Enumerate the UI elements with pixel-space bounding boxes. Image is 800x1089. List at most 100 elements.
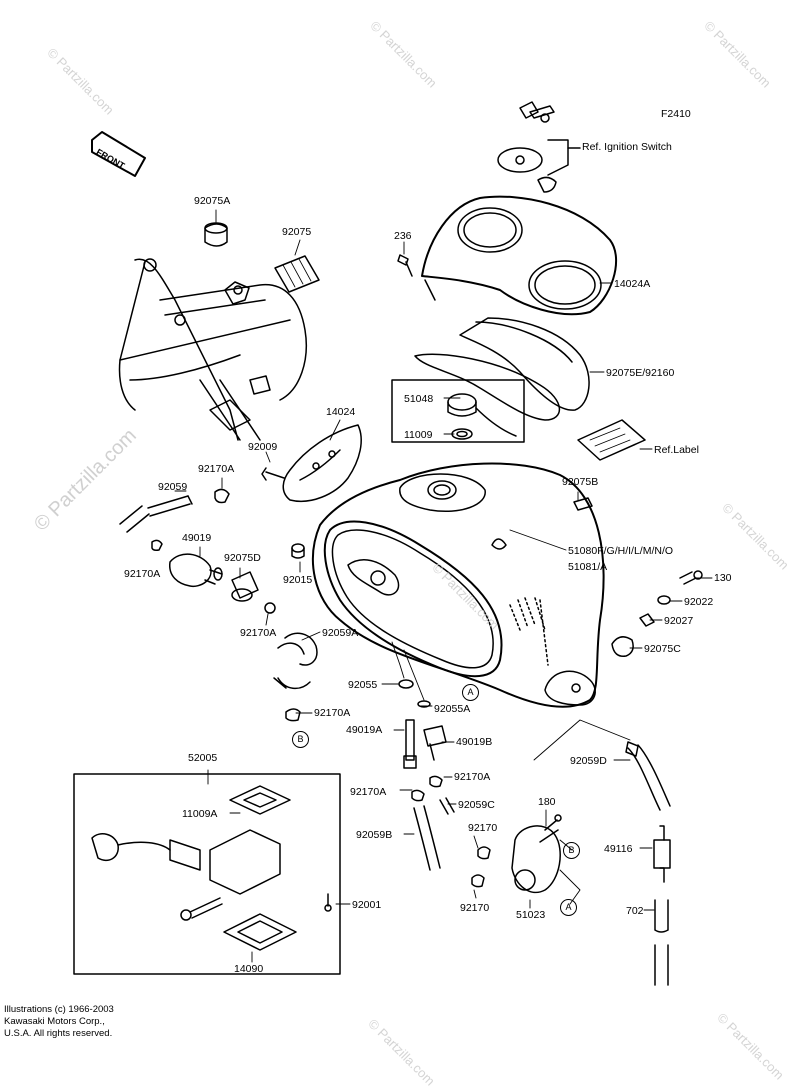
washer-92022	[657, 595, 671, 605]
label-236: 236	[394, 230, 412, 242]
bolt-130	[679, 570, 703, 585]
label-702: 702	[626, 905, 644, 917]
damper-92075C	[611, 636, 634, 657]
label-51080: 51080F/G/H/I/L/M/N/O	[568, 545, 674, 557]
label-ref-label: Ref.Label	[654, 444, 699, 456]
bolt-92009	[261, 467, 285, 481]
label-92170A-2: 92170A	[124, 568, 161, 580]
callout-A-tank: A	[462, 684, 479, 701]
label-92170A-1: 92170A	[198, 463, 235, 475]
clamp-92170A-center	[411, 775, 443, 802]
filter-49116	[653, 825, 671, 883]
callout-B-left: B	[292, 731, 309, 748]
label-92170-2: 92170	[460, 902, 490, 914]
copyright-line-1: Illustrations (c) 1966-2003	[4, 1004, 114, 1015]
label-92059C: 92059C	[458, 799, 495, 811]
label-49116: 49116	[604, 843, 633, 855]
screw-92001	[324, 893, 332, 912]
gasket-14090	[223, 913, 297, 951]
clamp-92170A-mid	[264, 602, 276, 614]
figure-code: F2410	[661, 108, 691, 120]
clamp-92170A-left	[151, 539, 163, 551]
hose-92059	[119, 495, 193, 533]
label-49019B: 49019B	[456, 736, 493, 748]
label-92170A-3: 92170A	[240, 627, 277, 639]
fuel-cap-icon	[447, 393, 517, 437]
label-92075D: 92075D	[224, 552, 261, 564]
fuel-tank-body	[312, 462, 605, 708]
label-180: 180	[538, 796, 556, 808]
label-92015: 92015	[283, 574, 313, 586]
label-11009: 11009	[404, 429, 433, 441]
callout-B-filter: B	[563, 842, 580, 859]
label-92075E-92160: 92075E/92160	[606, 367, 675, 379]
collar-92015	[291, 543, 305, 559]
bolt-236	[397, 254, 413, 277]
hose-92059A	[273, 632, 318, 690]
label-51081: 51081/A	[568, 561, 608, 573]
fuel-pump-49019	[169, 553, 223, 588]
label-92001: 92001	[352, 899, 382, 911]
label-14024: 14024	[326, 406, 356, 418]
label-49019: 49019	[182, 532, 212, 544]
motorcycle-frame	[118, 258, 307, 441]
collar-92027	[639, 613, 655, 627]
label-92055A: 92055A	[434, 703, 471, 715]
tank-cover-14024A	[421, 195, 618, 316]
label-130: 130	[714, 572, 732, 584]
hose-92059B	[413, 805, 441, 871]
copyright-line-2: Kawasaki Motors Corp.,	[4, 1016, 105, 1027]
label-51048: 51048	[404, 393, 434, 405]
label-92059A: 92059A	[322, 627, 359, 639]
label-92170-1: 92170	[468, 822, 498, 834]
label-49019A: 49019A	[346, 724, 383, 736]
hose-92059C	[439, 797, 455, 815]
fuel-cap-box	[391, 379, 525, 443]
label-14024A: 14024A	[614, 278, 651, 290]
label-92075B: 92075B	[562, 476, 599, 488]
bracket-14024	[282, 424, 362, 502]
label-92059: 92059	[158, 481, 188, 493]
callout-A-filter: A	[560, 899, 577, 916]
oring-92055A	[417, 700, 431, 708]
gasket-11009A	[229, 785, 291, 815]
label-92059B: 92059B	[356, 829, 393, 841]
label-92075: 92075	[282, 226, 312, 238]
label-92170A-4: 92170A	[314, 707, 351, 719]
front-arrow-icon	[91, 131, 146, 177]
copyright-line-3: U.S.A. All rights reserved.	[4, 1028, 113, 1039]
fuel-tank-exploded-diagram	[73, 101, 713, 986]
label-92027: 92027	[664, 615, 694, 627]
label-14090: 14090	[234, 963, 264, 975]
oring-92055	[398, 679, 414, 689]
filter-51023	[511, 825, 561, 894]
damper-92075D	[231, 571, 259, 602]
label-92170A-6: 92170A	[350, 786, 387, 798]
gasket-92075E	[414, 317, 590, 421]
label-92055: 92055	[348, 679, 378, 691]
label-92059D: 92059D	[570, 755, 607, 767]
clamp-92170A-low	[285, 708, 301, 722]
label-92009: 92009	[248, 441, 278, 453]
label-92170A-5: 92170A	[454, 771, 491, 783]
rubber-92075A	[204, 222, 228, 247]
label-52005: 52005	[188, 752, 218, 764]
valve-49019A	[403, 719, 417, 769]
label-92022: 92022	[684, 596, 714, 608]
clamp-92170-right	[471, 846, 491, 888]
clamp-92170A-upper	[214, 488, 230, 504]
label-92075A: 92075A	[194, 195, 231, 207]
damper-92075B	[573, 497, 593, 511]
hose-92059D	[625, 741, 671, 811]
damper-92075	[274, 255, 320, 293]
hose-702	[654, 899, 669, 986]
sender-unit	[91, 829, 281, 921]
cap-gasket-icon	[451, 428, 473, 440]
ignition-key-icon	[519, 101, 555, 123]
bolt-180	[544, 814, 562, 831]
label-11009A: 11009A	[182, 808, 218, 820]
ref-label-plate	[577, 419, 646, 461]
copyright-notice: Illustrations (c) 1966-2003 Kawasaki Mot…	[4, 1004, 114, 1040]
label-51023: 51023	[516, 909, 546, 921]
valve-49019B	[423, 725, 447, 761]
